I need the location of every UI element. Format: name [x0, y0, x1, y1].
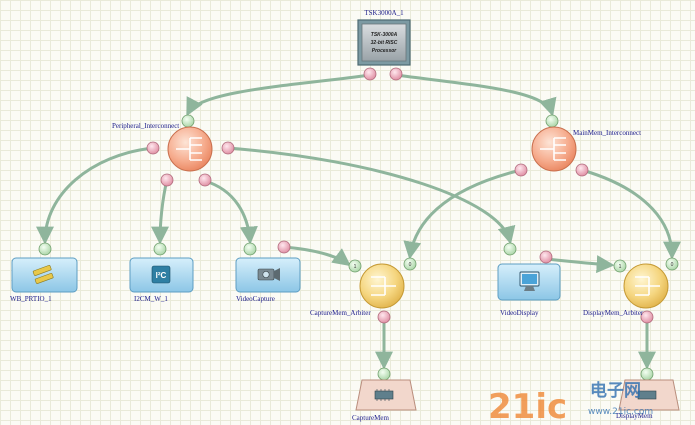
memory-chip-icon [637, 390, 657, 400]
display-arbiter-port-0-num: 0 [671, 262, 674, 268]
pencil-icon [32, 265, 54, 284]
mainmem-interconnect-label: MainMem_Interconnect [573, 129, 641, 137]
capture-arbiter-label: CaptureMem_Arbiter [310, 309, 371, 317]
arbiter-icon [371, 276, 396, 296]
wire-peripheral-to-videocapture[interactable] [203, 179, 258, 245]
mainmem-port-bottom-left[interactable] [514, 163, 528, 177]
wire-mainmem-to-displayarbiter[interactable] [580, 168, 681, 260]
wire-videodisplay-to-displayarbiter[interactable] [544, 255, 615, 274]
chip-line-2: 32-bit RISC [371, 40, 398, 46]
display-arbiter-block[interactable]: 1 0 DisplayMem_Arbiter [583, 257, 679, 324]
wb-prtio-port[interactable] [38, 242, 52, 256]
peripheral-interconnect[interactable]: Peripheral_Interconnect [112, 114, 235, 187]
watermark-cn: 电子网 [590, 380, 641, 401]
memory-chip-icon [374, 389, 394, 401]
wire-videocapture-to-capturearbiter[interactable] [282, 245, 351, 267]
watermark-logo: 21ic [488, 387, 567, 425]
display-arbiter-label: DisplayMem_Arbiter [583, 309, 644, 317]
svg-text:I²C: I²C [156, 271, 167, 280]
wire-peripheral-to-wbprtio[interactable] [36, 146, 155, 245]
capture-mem-label: CaptureMem [352, 414, 389, 422]
chip-line-1: TSK-3000A [371, 32, 398, 38]
capture-arbiter-block[interactable]: 1 0 CaptureMem_Arbiter [310, 257, 417, 324]
video-display-block[interactable]: VideoDisplay [497, 242, 561, 317]
capture-arbiter-port-0[interactable] [403, 257, 417, 271]
display-arbiter-port-1-num: 1 [619, 264, 622, 270]
peripheral-port-right[interactable] [221, 141, 235, 155]
video-capture-port-in[interactable] [243, 242, 257, 256]
video-display-port-out[interactable] [539, 250, 553, 264]
capture-mem-port[interactable] [377, 367, 391, 381]
monitor-icon [519, 271, 540, 291]
mainmem-port-in[interactable] [545, 114, 559, 128]
interconnect-icon [540, 137, 566, 161]
wire-peripheral-to-videodisplay[interactable] [226, 146, 516, 245]
display-arbiter-port-1[interactable] [613, 259, 627, 273]
peripheral-port-in[interactable] [181, 114, 195, 128]
processor-port-left[interactable] [363, 67, 377, 81]
video-capture-block[interactable]: VideoCapture [235, 240, 301, 303]
peripheral-port-left[interactable] [146, 141, 160, 155]
capture-arbiter-port-1[interactable] [348, 259, 362, 273]
display-mem-block[interactable]: DisplayMem [616, 367, 680, 420]
wb-prtio-label: WB_PRTIO_1 [10, 295, 52, 303]
chip-line-3: Processor [372, 48, 398, 54]
wires [36, 73, 681, 370]
i2cm-label: I2CM_W_1 [134, 295, 168, 303]
video-display-label: VideoDisplay [500, 309, 539, 317]
display-arbiter-port-out[interactable] [640, 310, 654, 324]
peripheral-interconnect-label: Peripheral_Interconnect [112, 122, 179, 130]
wire-cpu-to-peripheral[interactable] [186, 73, 372, 117]
processor-chip [361, 23, 407, 62]
display-mem-port[interactable] [640, 367, 654, 381]
video-capture-port-out[interactable] [277, 240, 291, 254]
capture-mem-block[interactable]: CaptureMem [352, 367, 417, 422]
wb-prtio-box [11, 257, 78, 293]
mainmem-port-bottom-right[interactable] [575, 163, 589, 177]
display-mem-label: DisplayMem [616, 412, 653, 420]
video-capture-label: VideoCapture [236, 295, 275, 303]
processor-block[interactable]: TSK-3000A 32-bit RISC Processor TSK3000A… [357, 9, 411, 81]
arbiter-icon [635, 276, 660, 296]
peripheral-port-bottom-left[interactable] [160, 173, 174, 187]
video-display-port-in[interactable] [503, 242, 517, 256]
capture-arbiter-port-1-num: 1 [354, 264, 357, 270]
wire-mainmem-to-capturearbiter[interactable] [403, 168, 523, 260]
camera-icon [257, 268, 280, 281]
interconnect-icon [176, 137, 202, 161]
capture-arbiter-port-out[interactable] [377, 310, 391, 324]
watermark-url: www.21ic.com [588, 407, 653, 417]
i2cm-port[interactable] [153, 242, 167, 256]
processor-label: TSK3000A_1 [364, 9, 404, 17]
wire-peripheral-to-i2cm[interactable] [151, 178, 170, 245]
watermark: 21ic 电子网 www.21ic.com [488, 380, 653, 425]
i2c-chip-icon: I²C [151, 265, 171, 284]
mainmem-interconnect[interactable]: MainMem_Interconnect [514, 114, 641, 177]
wb-prtio-block[interactable]: WB_PRTIO_1 [10, 242, 78, 303]
capture-arbiter-port-0-num: 0 [409, 262, 412, 268]
wire-cpu-to-mainmem[interactable] [394, 73, 557, 117]
display-arbiter-port-0[interactable] [665, 257, 679, 271]
i2cm-block[interactable]: I²C I2CM_W_1 [129, 242, 194, 303]
processor-port-right[interactable] [389, 67, 403, 81]
peripheral-port-bottom-right[interactable] [198, 173, 212, 187]
